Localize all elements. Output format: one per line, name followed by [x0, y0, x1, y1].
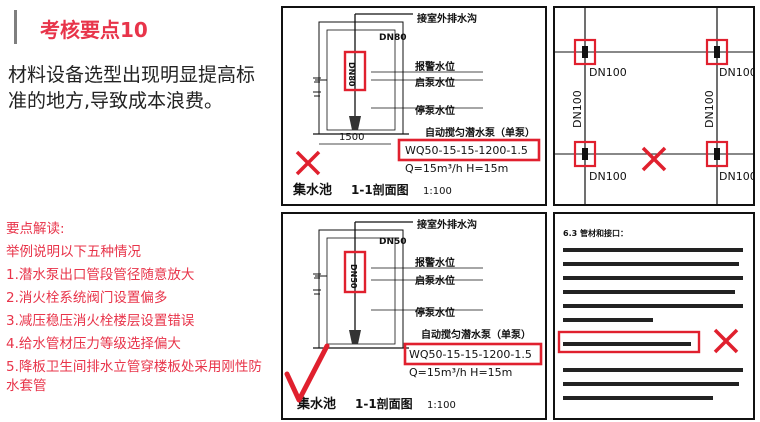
- spec-text-wrong: 6.3 管材和接口：: [553, 212, 755, 420]
- notes-heading: 要点解读:: [6, 221, 65, 237]
- start-level-label: 启泵水位: [415, 274, 455, 287]
- sump-drawing-wrong: DN80 接室外排水沟 DN80 报警水位 启泵水位 停泵水位 自动搅匀潜水泵（…: [281, 6, 547, 206]
- pump-model-highlight: [397, 138, 541, 162]
- sump-drawing-wrong-svg: DN80 接室外排水沟 DN80 报警水位 启泵水位 停泵水位 自动搅匀潜水泵（…: [292, 12, 541, 198]
- valve-plan-wrong: DN100 DN100 DN100 DN100 DN100 DN100: [553, 6, 755, 206]
- top-label-right: DN100: [719, 66, 753, 79]
- riser-label-left: DN100: [571, 90, 584, 128]
- pump-model-label: WQ50-15-15-1200-1.5: [409, 348, 532, 361]
- section-scale: 1:100: [423, 186, 452, 197]
- title-accent-bar: [14, 10, 17, 44]
- bottom-label-left: DN100: [589, 170, 627, 183]
- notes-item-3: 3.减压稳压消火栓楼层设置错误: [6, 313, 195, 329]
- section-title: 集水池: [296, 396, 336, 412]
- notes-item-5: 5.降板卫生间排水立管穿楼板处采用刚性防水套管: [6, 359, 262, 394]
- spec-text-svg: 6.3 管材和接口：: [557, 228, 743, 400]
- pump-spec-label: Q=15m³/h H=15m: [405, 162, 508, 175]
- section-scale: 1:100: [427, 400, 456, 411]
- drain-label: 接室外排水沟: [417, 218, 477, 231]
- top-label-left: DN100: [589, 66, 627, 79]
- riser-label-right: DN100: [703, 90, 716, 128]
- valve-highlight-box: [343, 50, 367, 92]
- drain-label: 接室外排水沟: [417, 12, 477, 25]
- wrong-cross-icon: [641, 146, 667, 172]
- spec-heading: 6.3 管材和接口：: [563, 228, 628, 238]
- slide-title: 考核要点10: [40, 18, 148, 42]
- valve-box-br: [705, 140, 729, 168]
- section-number: 1-1剖面图: [351, 182, 409, 197]
- alarm-level-label: 报警水位: [415, 60, 455, 73]
- slide-lead-text: 材料设备选型出现明显提高标准的地方,导致成本浪费。: [8, 64, 256, 112]
- pump-name-label: 自动搅匀潜水泵（单泵）: [425, 126, 535, 139]
- notes-item-4: 4.给水管材压力等级选择偏大: [6, 336, 181, 352]
- pump-name-label: 自动搅匀潜水泵（单泵）: [421, 328, 531, 341]
- pump-model-highlight: [403, 342, 543, 366]
- pump-model-label: WQ50-15-15-1200-1.5: [405, 144, 528, 157]
- notes-item-1: 1.潜水泵出口管段管径随意放大: [6, 267, 195, 283]
- section-title: 集水池: [292, 182, 332, 198]
- valve-tag: DN50: [349, 264, 358, 289]
- pump-spec-label: Q=15m³/h H=15m: [409, 366, 512, 379]
- wrong-cross-icon: [713, 328, 739, 354]
- valve-tag: DN80: [347, 62, 356, 87]
- wrong-cross-icon: [295, 150, 321, 176]
- right-check-icon: [284, 343, 330, 403]
- pipe-size-label: DN50: [379, 237, 407, 247]
- notes-item-2: 2.消火栓系统阀门设置偏多: [6, 290, 168, 306]
- section-number: 1-1剖面图: [355, 396, 413, 411]
- notes-intro: 举例说明以下五种情况: [6, 244, 141, 260]
- sump-drawing-right: DN50 接室外排水沟 DN50 报警水位 启泵水位 停泵水位 自动搅匀潜水泵（…: [281, 212, 547, 420]
- spec-highlight-box: [557, 330, 701, 354]
- pipe-size-label: DN80: [379, 33, 407, 43]
- start-level-label: 启泵水位: [415, 76, 455, 89]
- bottom-label-right: DN100: [719, 170, 753, 183]
- valve-plan-svg: DN100 DN100 DN100 DN100 DN100 DN100: [555, 8, 753, 204]
- notes-block: 要点解读: 举例说明以下五种情况 1.潜水泵出口管段管径随意放大 2.消火栓系统…: [6, 218, 268, 396]
- valve-box-bl: [573, 140, 597, 168]
- alarm-level-label: 报警水位: [415, 256, 455, 269]
- sump-drawing-right-svg: DN50 接室外排水沟 DN50 报警水位 启泵水位 停泵水位 自动搅匀潜水泵（…: [284, 218, 543, 412]
- dimension-label: 1500: [339, 132, 364, 143]
- valve-highlight-box: [343, 250, 367, 294]
- valve-box-tr: [705, 38, 729, 66]
- valve-box-tl: [573, 38, 597, 66]
- stop-level-label: 停泵水位: [415, 306, 455, 319]
- stop-level-label: 停泵水位: [415, 104, 455, 117]
